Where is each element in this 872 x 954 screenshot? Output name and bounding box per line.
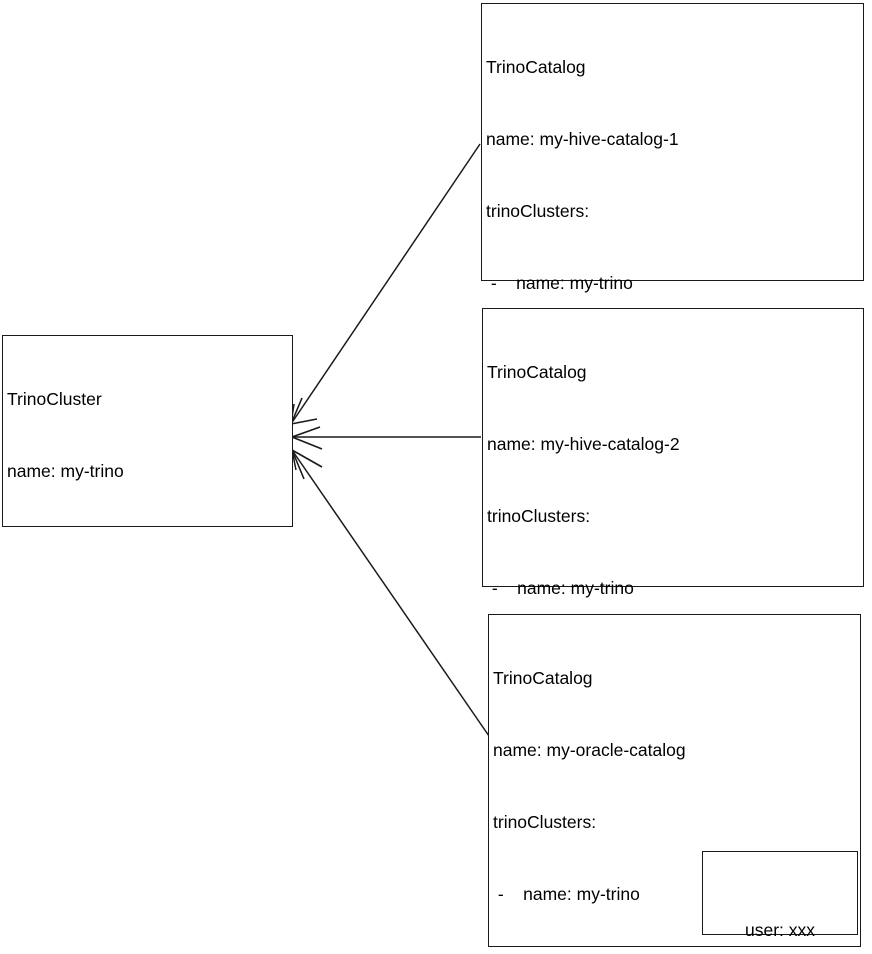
node-catalog-oracle-line-3: - name: my-trino (493, 884, 640, 904)
node-trino-cluster-text: TrinoCluster name: my-trino (7, 339, 290, 531)
node-catalog-hive-1-line-1: name: my-hive-catalog-1 (486, 129, 679, 149)
edge-oracle-catalog-to-cluster (291, 449, 490, 737)
node-secret[interactable]: user: xxx password: xxx (702, 851, 858, 940)
node-catalog-hive-1-line-2: trinoClusters: (486, 201, 590, 221)
node-trino-cluster-line-1: name: my-trino (7, 461, 124, 481)
node-secret-line-0: user: xxx (744, 920, 816, 940)
node-catalog-hive-2-line-3: - name: my-trino (487, 578, 634, 598)
node-catalog-oracle-line-2: trinoClusters: (493, 812, 597, 832)
node-catalog-oracle-line-1: name: my-oracle-catalog (493, 740, 686, 760)
node-trino-cluster-line-0: TrinoCluster (7, 389, 102, 409)
node-catalog-hive-1-line-3: - name: my-trino (486, 273, 633, 293)
node-catalog-hive-2-line-2: trinoClusters: (487, 506, 591, 526)
node-catalog-hive-2-line-1: name: my-hive-catalog-2 (487, 434, 680, 454)
node-trino-cluster[interactable]: TrinoCluster name: my-trino (2, 335, 293, 527)
node-secret-text: user: xxx password: xxx (703, 865, 857, 954)
node-catalog-hive-2[interactable]: TrinoCatalog name: my-hive-catalog-2 tri… (482, 308, 864, 886)
edge-hive-catalog-1-to-cluster (290, 143, 481, 425)
node-catalog-hive-2-line-0: TrinoCatalog (487, 362, 587, 382)
node-catalog-oracle-line-0: TrinoCatalog (493, 668, 593, 688)
edge-hive-catalog-2-to-cluster (291, 426, 481, 450)
node-catalog-hive-1-line-0: TrinoCatalog (486, 57, 586, 77)
node-catalog-hive-1[interactable]: TrinoCatalog name: my-hive-catalog-1 tri… (481, 3, 864, 653)
node-catalog-oracle-text: TrinoCatalog name: my-oracle-catalog tri… (493, 618, 858, 954)
